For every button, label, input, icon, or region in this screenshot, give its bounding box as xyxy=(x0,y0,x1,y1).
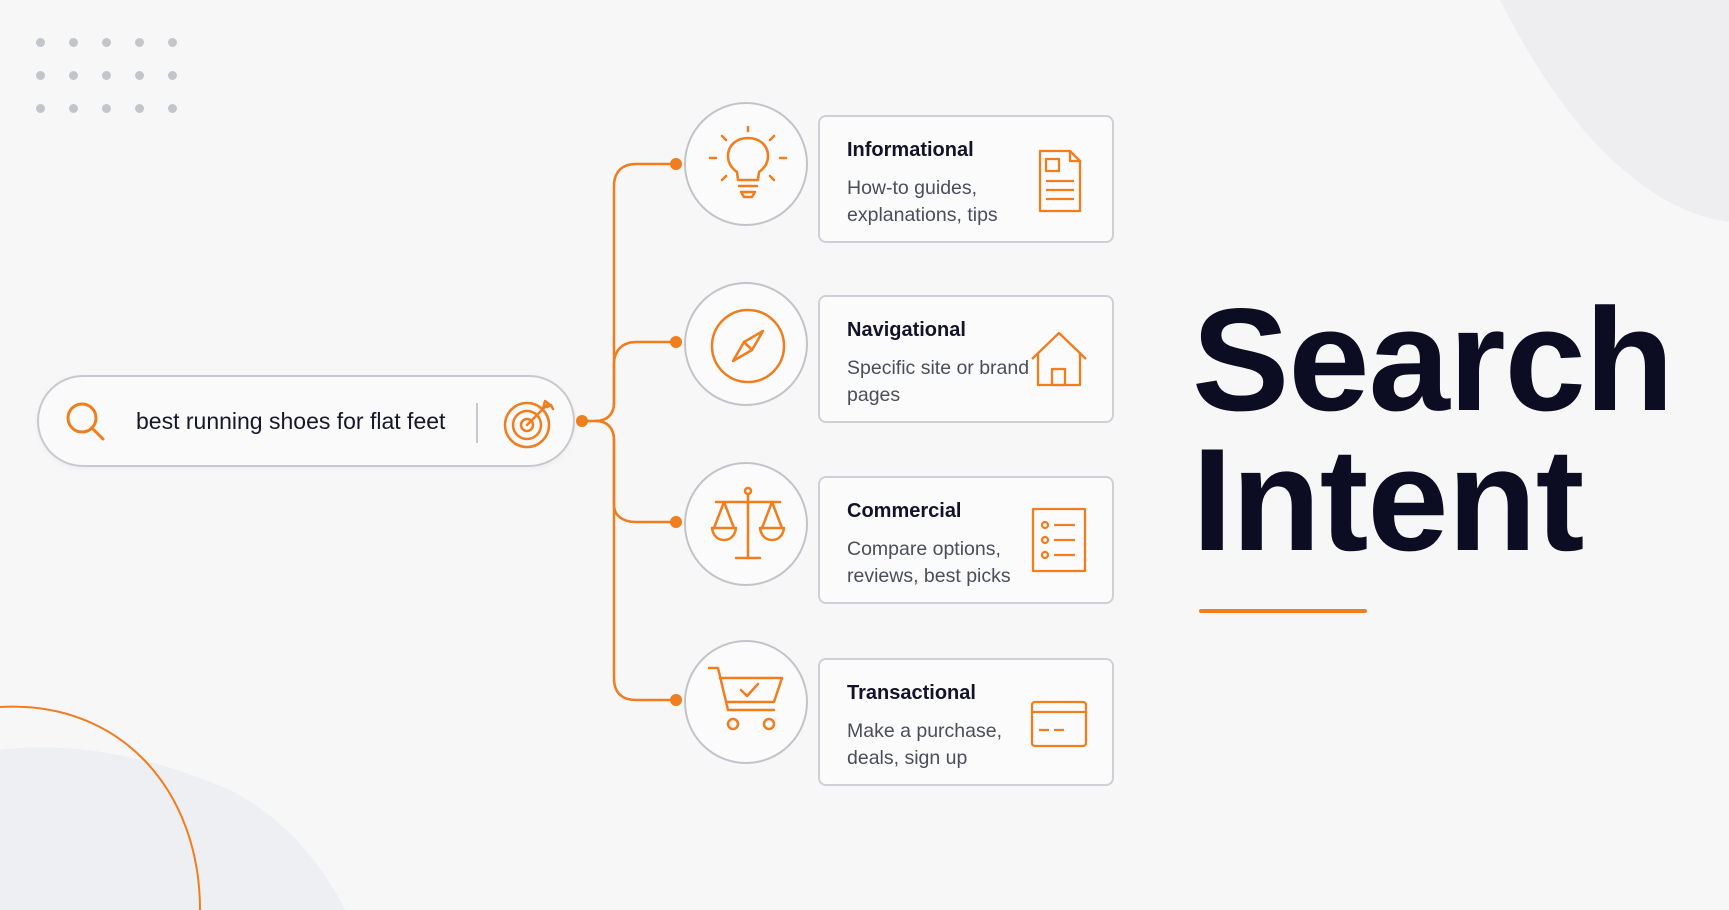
title-line-2: Intent xyxy=(1192,418,1584,581)
target-icon[interactable] xyxy=(501,395,557,451)
title-line-1: Search xyxy=(1192,278,1674,441)
commercial-card: Commercial Compare options, reviews, bes… xyxy=(818,476,1114,604)
informational-description: How-to guides, explanations, tips xyxy=(847,177,998,226)
title-underline xyxy=(1199,609,1367,613)
home-icon xyxy=(1031,331,1087,387)
compass-icon xyxy=(710,308,786,384)
decorative-dot-grid xyxy=(36,38,186,118)
navigational-icon-circle xyxy=(684,282,808,406)
checklist-icon xyxy=(1031,507,1087,573)
page-title: Search Intent xyxy=(1192,278,1674,581)
transactional-card: Transactional Make a purchase, deals, si… xyxy=(818,658,1114,786)
document-icon xyxy=(1038,149,1082,213)
shopping-cart-icon xyxy=(708,666,784,731)
search-icon xyxy=(66,402,105,441)
search-query: best running shoes for flat feet xyxy=(136,408,446,434)
informational-card: Informational How-to guides, explanation… xyxy=(818,115,1114,243)
search-divider xyxy=(476,403,478,443)
informational-title: Informational xyxy=(847,139,974,161)
search-bar[interactable]: best running shoes for flat feet xyxy=(37,375,575,467)
transactional-icon-circle xyxy=(684,640,808,764)
credit-card-icon xyxy=(1030,700,1088,748)
lightbulb-icon xyxy=(708,126,788,199)
transactional-description: Make a purchase, deals, sign up xyxy=(847,720,1003,769)
commercial-title: Commercial xyxy=(847,500,962,522)
transactional-title: Transactional xyxy=(847,682,976,704)
commercial-icon-circle xyxy=(684,462,808,586)
scale-icon xyxy=(710,486,786,560)
navigational-card: Navigational Specific site or brand page… xyxy=(818,295,1114,423)
navigational-description: Specific site or brand pages xyxy=(847,357,1030,406)
commercial-description: Compare options, reviews, best picks xyxy=(847,538,1011,587)
navigational-title: Navigational xyxy=(847,319,966,341)
informational-icon-circle xyxy=(684,102,808,226)
